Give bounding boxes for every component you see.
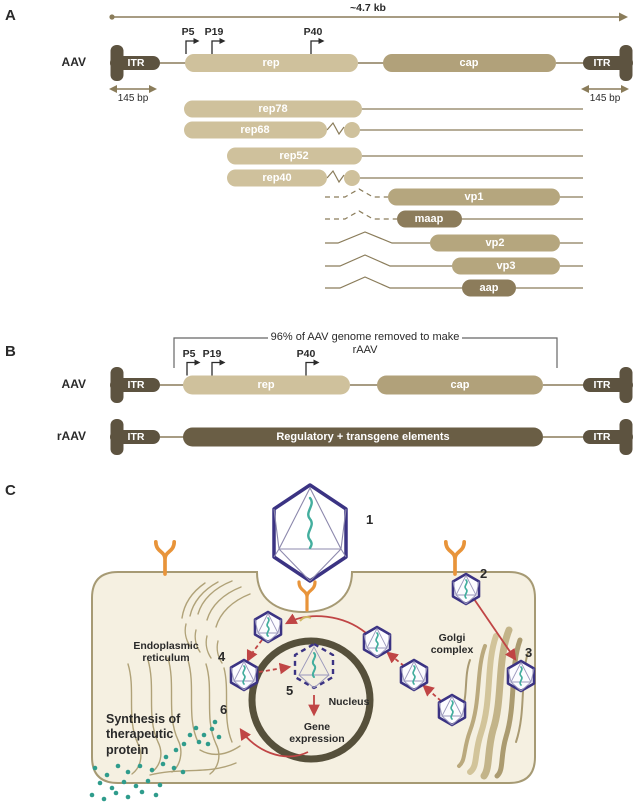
rep78-label: rep78 [258,102,288,115]
vesicle-remnant [299,616,312,622]
raav-transgene-bar [183,427,543,447]
cap-gene-label: cap [459,56,479,69]
step-5-label: 5 [286,683,294,698]
itr-label-b1: ITR [127,378,145,391]
panel-c-label: C [5,482,16,499]
cap-gene-label-b: cap [450,378,470,391]
trafficking-arrows [239,598,517,758]
transcript-bar-rep68 [184,121,327,139]
aav-capsid-icon [399,658,429,692]
raav-row-label: rAAV [56,429,86,443]
p5-promoter-arrow-icon [185,37,201,55]
vp2-label: vp2 [485,236,505,249]
transcript-bar-vp2 [430,234,560,252]
aap-label: aap [479,281,499,294]
transcript-lines [325,108,583,289]
cell-receptor-icon [297,580,317,612]
rep40-splice-circle [344,170,360,186]
step-4-label: 4 [218,649,226,664]
raav-bar-label: Regulatory + transgene elements [276,430,450,443]
aav-capsid-icon [437,693,467,727]
transcript-bar-aap [462,279,516,297]
p5-label-b: P5 [182,348,196,360]
cap-gene-bar [383,54,556,72]
rep-gene-label: rep [262,56,280,69]
er-label: Endoplasmic reticulum [133,640,199,665]
aav-capsid-icon [506,659,536,693]
rep-gene-label-b: rep [257,378,275,391]
bp-right-label: 145 bp [589,93,621,104]
p40-label: P40 [303,26,323,38]
transcript-bar-rep40 [227,169,327,187]
panel-b-label: B [5,343,16,360]
step-2-label: 2 [480,566,488,581]
panel-b-raav-comparison [110,337,633,455]
p40-label-b: P40 [296,348,316,360]
transcript-bar-maap [397,210,462,228]
rep-gene-bar-b [183,375,350,395]
rep68-label: rep68 [240,123,270,136]
panel-a-genome-map [108,12,633,297]
cell-receptor-icon [443,539,467,576]
aav-capsid-icon [362,625,392,659]
transcript-bar-vp1 [388,188,560,206]
p19-label: P19 [204,26,224,38]
right-145bp-arrow [580,84,630,94]
transcript-bar-rep52 [227,147,362,165]
rep40-label: rep40 [262,171,292,184]
golgi-label: Golgi complex [430,632,474,657]
transcript-bar-rep78 [184,100,362,118]
p19-promoter-arrow-icon [211,37,227,55]
step-6-label: 6 [220,702,228,717]
itr-label-b4: ITR [593,430,611,443]
left-145bp-arrow [108,84,158,94]
itr-label-b2: ITR [593,378,611,391]
panel-a-label: A [5,7,16,24]
removal-note: 96% of AAV genome removed to make rAAV [270,331,460,356]
aav-capsid-icon [451,572,481,606]
rep-gene-bar [185,54,358,72]
aav-capsid-icon [253,610,283,644]
aav-row-label: AAV [61,55,86,69]
transcript-bar-vp3 [452,257,560,275]
itr-left-label: ITR [127,56,145,69]
therapeutic-protein-dots [89,719,222,802]
maap-label: maap [414,212,444,225]
itr-label-b3: ITR [127,430,145,443]
cap-gene-bar-b [377,375,543,395]
p40-promoter-arrow-icon [310,37,326,55]
rep52-label: rep52 [279,149,309,162]
golgi-complex [457,626,529,780]
gene-expression-label: Gene expression [289,721,345,746]
rep68-splice-circle [344,122,360,138]
vp1-label: vp1 [464,190,484,203]
genome-scale-line [109,12,628,22]
panel-c-cell-entry [89,483,536,802]
step-1-label: 1 [366,512,374,527]
p5-promoter-arrow-icon-b [186,358,202,377]
p5-label: P5 [181,26,195,38]
p40-promoter-arrow-icon-b [305,358,321,377]
uncoating-capsid-icon [293,642,335,690]
aav-capsid-icon [229,658,259,692]
nucleus-label: Nucleus [328,696,370,708]
cell-receptor-icon [153,539,177,576]
step-3-label: 3 [525,645,533,660]
removal-bracket [173,337,558,368]
endoplasmic-reticulum [127,580,251,776]
itr-right-label: ITR [593,56,611,69]
p19-label-b: P19 [202,348,222,360]
vp3-label: vp3 [496,259,516,272]
aav-capsid-icon [272,483,348,583]
genome-size-label: ~4.7 kb [350,2,386,14]
aav-row-label-b: AAV [61,377,86,391]
synthesis-label: Synthesis of therapeutic protein [106,712,181,757]
bp-left-label: 145 bp [117,93,149,104]
p19-promoter-arrow-icon-b [211,358,227,377]
